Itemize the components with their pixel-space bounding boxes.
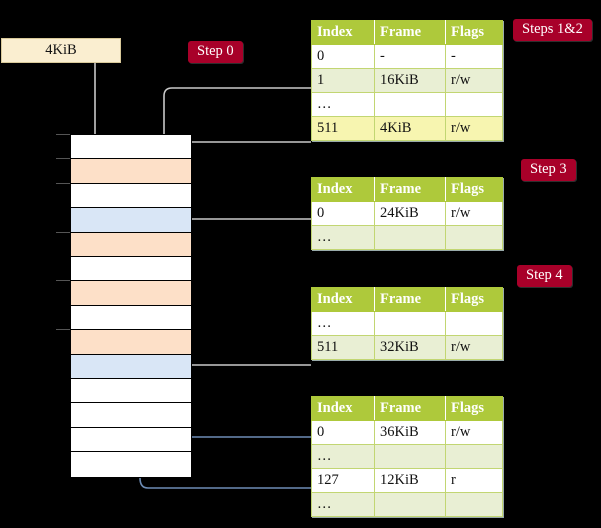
column-header-index: Index: [311, 20, 375, 45]
memory-address-tick: [56, 182, 70, 184]
memory-frame-row: [71, 208, 191, 233]
cell-index: …: [311, 444, 375, 469]
cell-index: 511: [311, 116, 375, 141]
cell-index: …: [311, 492, 375, 517]
cell-frame: 24KiB: [374, 201, 446, 226]
cell-flags: -: [445, 44, 503, 69]
cell-flags: r: [445, 468, 503, 493]
memory-frame-row: [71, 379, 191, 404]
cell-frame: [374, 311, 446, 336]
column-header-flags: Flags: [445, 287, 503, 312]
table-row: …: [311, 92, 503, 117]
column-header-index: Index: [311, 396, 375, 421]
memory-frame-row: [71, 427, 191, 453]
column-header-index: Index: [311, 287, 375, 312]
memory-frame-row: [71, 183, 191, 209]
badge-steps-1and2: Steps 1&2: [513, 19, 592, 41]
memory-frame-row: [71, 403, 191, 428]
cell-flags: r/w: [445, 68, 503, 93]
cell-flags: [445, 492, 503, 517]
table-row: …: [311, 225, 503, 250]
cell-flags: r/w: [445, 335, 503, 360]
source-frame-box: 4KiB: [1, 38, 121, 63]
table-row: 0--: [311, 44, 503, 69]
cell-index: 0: [311, 201, 375, 226]
badge-step-3: Step 3: [521, 159, 576, 181]
wire-step3: [175, 218, 311, 304]
column-header-index: Index: [311, 177, 375, 202]
cell-frame: -: [374, 44, 446, 69]
cell-index: 0: [311, 44, 375, 69]
memory-frame-row: [71, 330, 191, 355]
cell-index: 1: [311, 68, 375, 93]
cell-flags: r/w: [445, 116, 503, 141]
wire-step4: [175, 284, 311, 366]
cell-frame: 36KiB: [374, 420, 446, 445]
memory-address-tick: [56, 158, 70, 160]
column-header-frame: Frame: [374, 20, 446, 45]
table-row: …: [311, 444, 503, 469]
cell-index: 0: [311, 420, 375, 445]
cell-frame: [374, 444, 446, 469]
cell-index: …: [311, 311, 375, 336]
column-header-flags: Flags: [445, 20, 503, 45]
memory-frame-row: [71, 159, 191, 184]
cell-frame: 32KiB: [374, 335, 446, 360]
cell-flags: [445, 92, 503, 117]
column-header-frame: Frame: [374, 177, 446, 202]
cell-frame: 16KiB: [374, 68, 446, 93]
cell-frame: [374, 92, 446, 117]
memory-frame-row: [71, 257, 191, 282]
cell-frame: 4KiB: [374, 116, 446, 141]
memory-frame-row: [71, 232, 191, 257]
column-header-flags: Flags: [445, 396, 503, 421]
column-header-flags: Flags: [445, 177, 503, 202]
cell-frame: 12KiB: [374, 468, 446, 493]
cell-frame: [374, 492, 446, 517]
column-header-frame: Frame: [374, 287, 446, 312]
memory-frame-row: [71, 305, 191, 331]
cell-flags: [445, 311, 503, 336]
memory-frame-row: [71, 281, 191, 306]
cell-flags: [445, 225, 503, 250]
badge-step-0: Step 0: [188, 41, 243, 63]
cell-index: …: [311, 225, 375, 250]
source-frame-label: 4KiB: [45, 42, 77, 58]
memory-frame-row: [71, 354, 191, 379]
cell-flags: [445, 444, 503, 469]
physical-memory-column: [70, 134, 192, 478]
cell-index: 127: [311, 468, 375, 493]
memory-frame-row: [71, 135, 191, 160]
cell-index: 511: [311, 335, 375, 360]
badge-step-4: Step 4: [517, 265, 572, 287]
column-header-frame: Frame: [374, 396, 446, 421]
cell-index: …: [311, 92, 375, 117]
table-row: …: [311, 311, 503, 336]
cell-flags: r/w: [445, 420, 503, 445]
cell-frame: [374, 225, 446, 250]
memory-address-tick: [56, 231, 70, 233]
table-row: …: [311, 492, 503, 517]
cell-flags: r/w: [445, 201, 503, 226]
memory-address-tick: [56, 280, 70, 282]
memory-address-tick: [56, 329, 70, 331]
memory-address-tick: [56, 134, 70, 135]
memory-frame-row: [71, 452, 191, 477]
